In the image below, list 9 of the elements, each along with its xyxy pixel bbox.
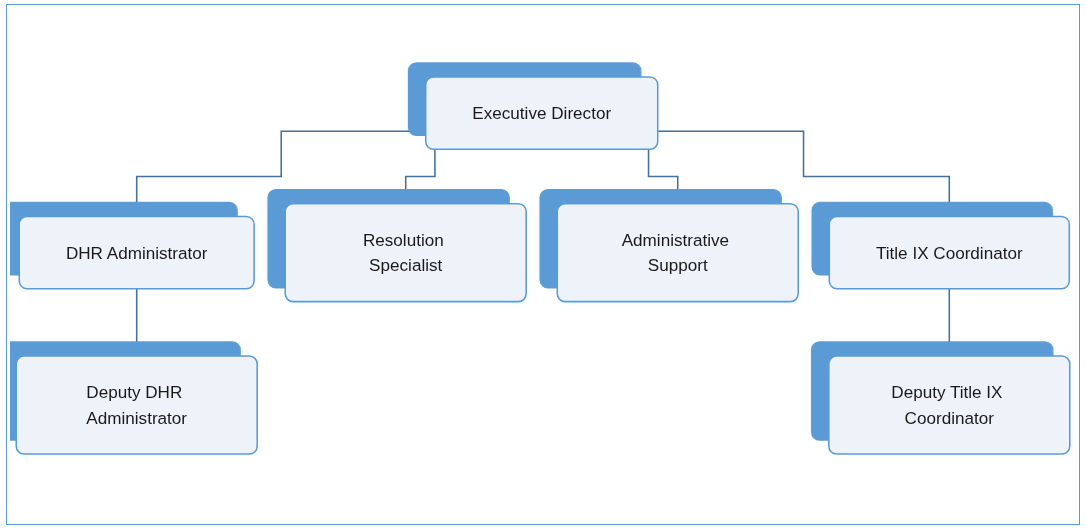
node-box: Executive Director: [424, 76, 659, 151]
node-box: DHR Administrator: [18, 215, 255, 290]
node-box: Resolution Specialist: [284, 202, 527, 303]
node-box: Deputy DHR Administrator: [15, 355, 258, 455]
node-box: Administrative Support: [556, 202, 799, 303]
connector: [948, 288, 951, 357]
node-box: Title IX Coordinator: [828, 215, 1071, 290]
connector: [135, 288, 138, 357]
node-box: Deputy Title IX Coordinator: [828, 355, 1071, 455]
